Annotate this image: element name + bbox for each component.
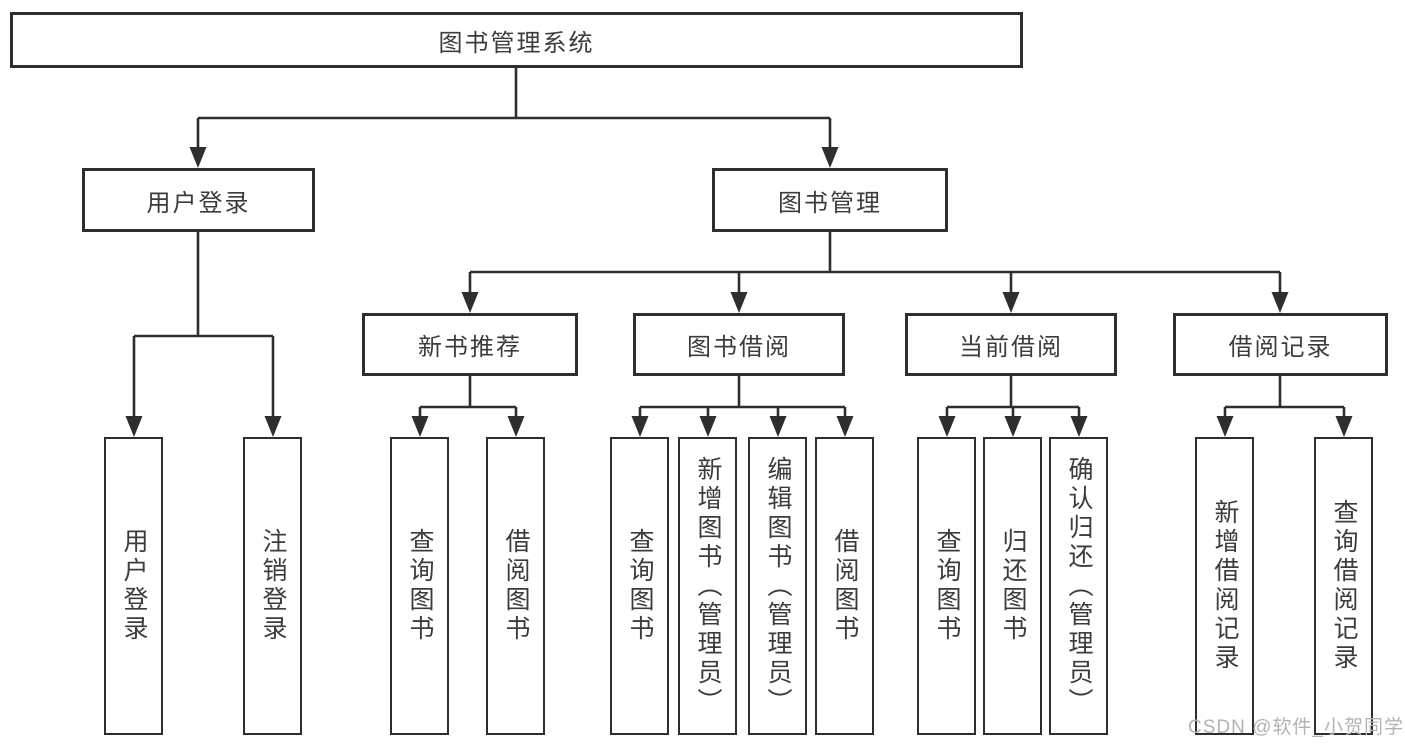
- arrowhead-icon: [769, 416, 787, 437]
- node-user-login: 用户登录: [82, 168, 315, 232]
- arrowhead-icon: [1335, 416, 1353, 437]
- leaf-record-add-borrow-record: 新增借阅记录: [1195, 437, 1254, 735]
- leaf-current-return-books: 归还图书: [983, 437, 1042, 735]
- connector-bookmgmt-to-level3: [461, 232, 1289, 313]
- arrowhead-icon: [1271, 292, 1289, 313]
- leaf-borrow-edit-books-admin: 编辑图书（管理员）: [748, 437, 807, 735]
- arrowhead-icon: [938, 416, 956, 437]
- connector-currentborrow-to-leaves: [938, 376, 1088, 437]
- leaf-borrow-query-books: 查询图书: [610, 437, 669, 735]
- arrowhead-icon: [1070, 416, 1088, 437]
- node-book-management: 图书管理: [712, 168, 948, 232]
- csdn-watermark: CSDN @软件_小贺同学: [1188, 717, 1404, 738]
- arrowhead-icon: [836, 416, 854, 437]
- node-new-book-recommend: 新书推荐: [362, 313, 578, 376]
- arrowhead-icon: [730, 292, 748, 313]
- leaf-borrow-borrow-books: 借阅图书: [815, 437, 874, 735]
- arrowhead-icon: [411, 416, 429, 437]
- leaf-borrow-add-books-admin: 新增图书（管理员）: [678, 437, 737, 735]
- leaf-current-confirm-return-admin: 确认归还（管理员）: [1049, 437, 1108, 735]
- node-book-borrowing: 图书借阅: [633, 313, 845, 376]
- arrowhead-icon: [1216, 416, 1234, 437]
- node-current-borrowing: 当前借阅: [905, 313, 1117, 376]
- arrowhead-icon: [699, 416, 717, 437]
- arrowhead-icon: [821, 147, 839, 168]
- connector-bookborrow-to-leaves: [631, 376, 854, 437]
- arrowhead-icon: [507, 416, 525, 437]
- arrowhead-icon: [125, 416, 143, 437]
- connector-root-to-level2: [189, 68, 839, 168]
- arrowhead-icon: [1004, 416, 1022, 437]
- connector-userlogin-to-leaves: [125, 232, 282, 437]
- arrowhead-icon: [461, 292, 479, 313]
- leaf-record-query-borrow-record: 查询借阅记录: [1314, 437, 1373, 735]
- leaf-current-query-books: 查询图书: [917, 437, 976, 735]
- node-borrowing-records: 借阅记录: [1173, 313, 1388, 376]
- arrowhead-icon: [631, 416, 649, 437]
- arrowhead-icon: [264, 416, 282, 437]
- connector-newbook-to-leaves: [411, 376, 525, 437]
- connector-borrowrecord-to-leaves: [1216, 376, 1353, 437]
- leaf-newbook-borrow-books: 借阅图书: [486, 437, 545, 735]
- arrowhead-icon: [1002, 292, 1020, 313]
- leaf-logout: 注销登录: [243, 437, 302, 735]
- leaf-user-login: 用户登录: [104, 437, 163, 735]
- arrowhead-icon: [189, 147, 207, 168]
- leaf-newbook-query-books: 查询图书: [390, 437, 449, 735]
- node-library-management-system: 图书管理系统: [10, 12, 1023, 68]
